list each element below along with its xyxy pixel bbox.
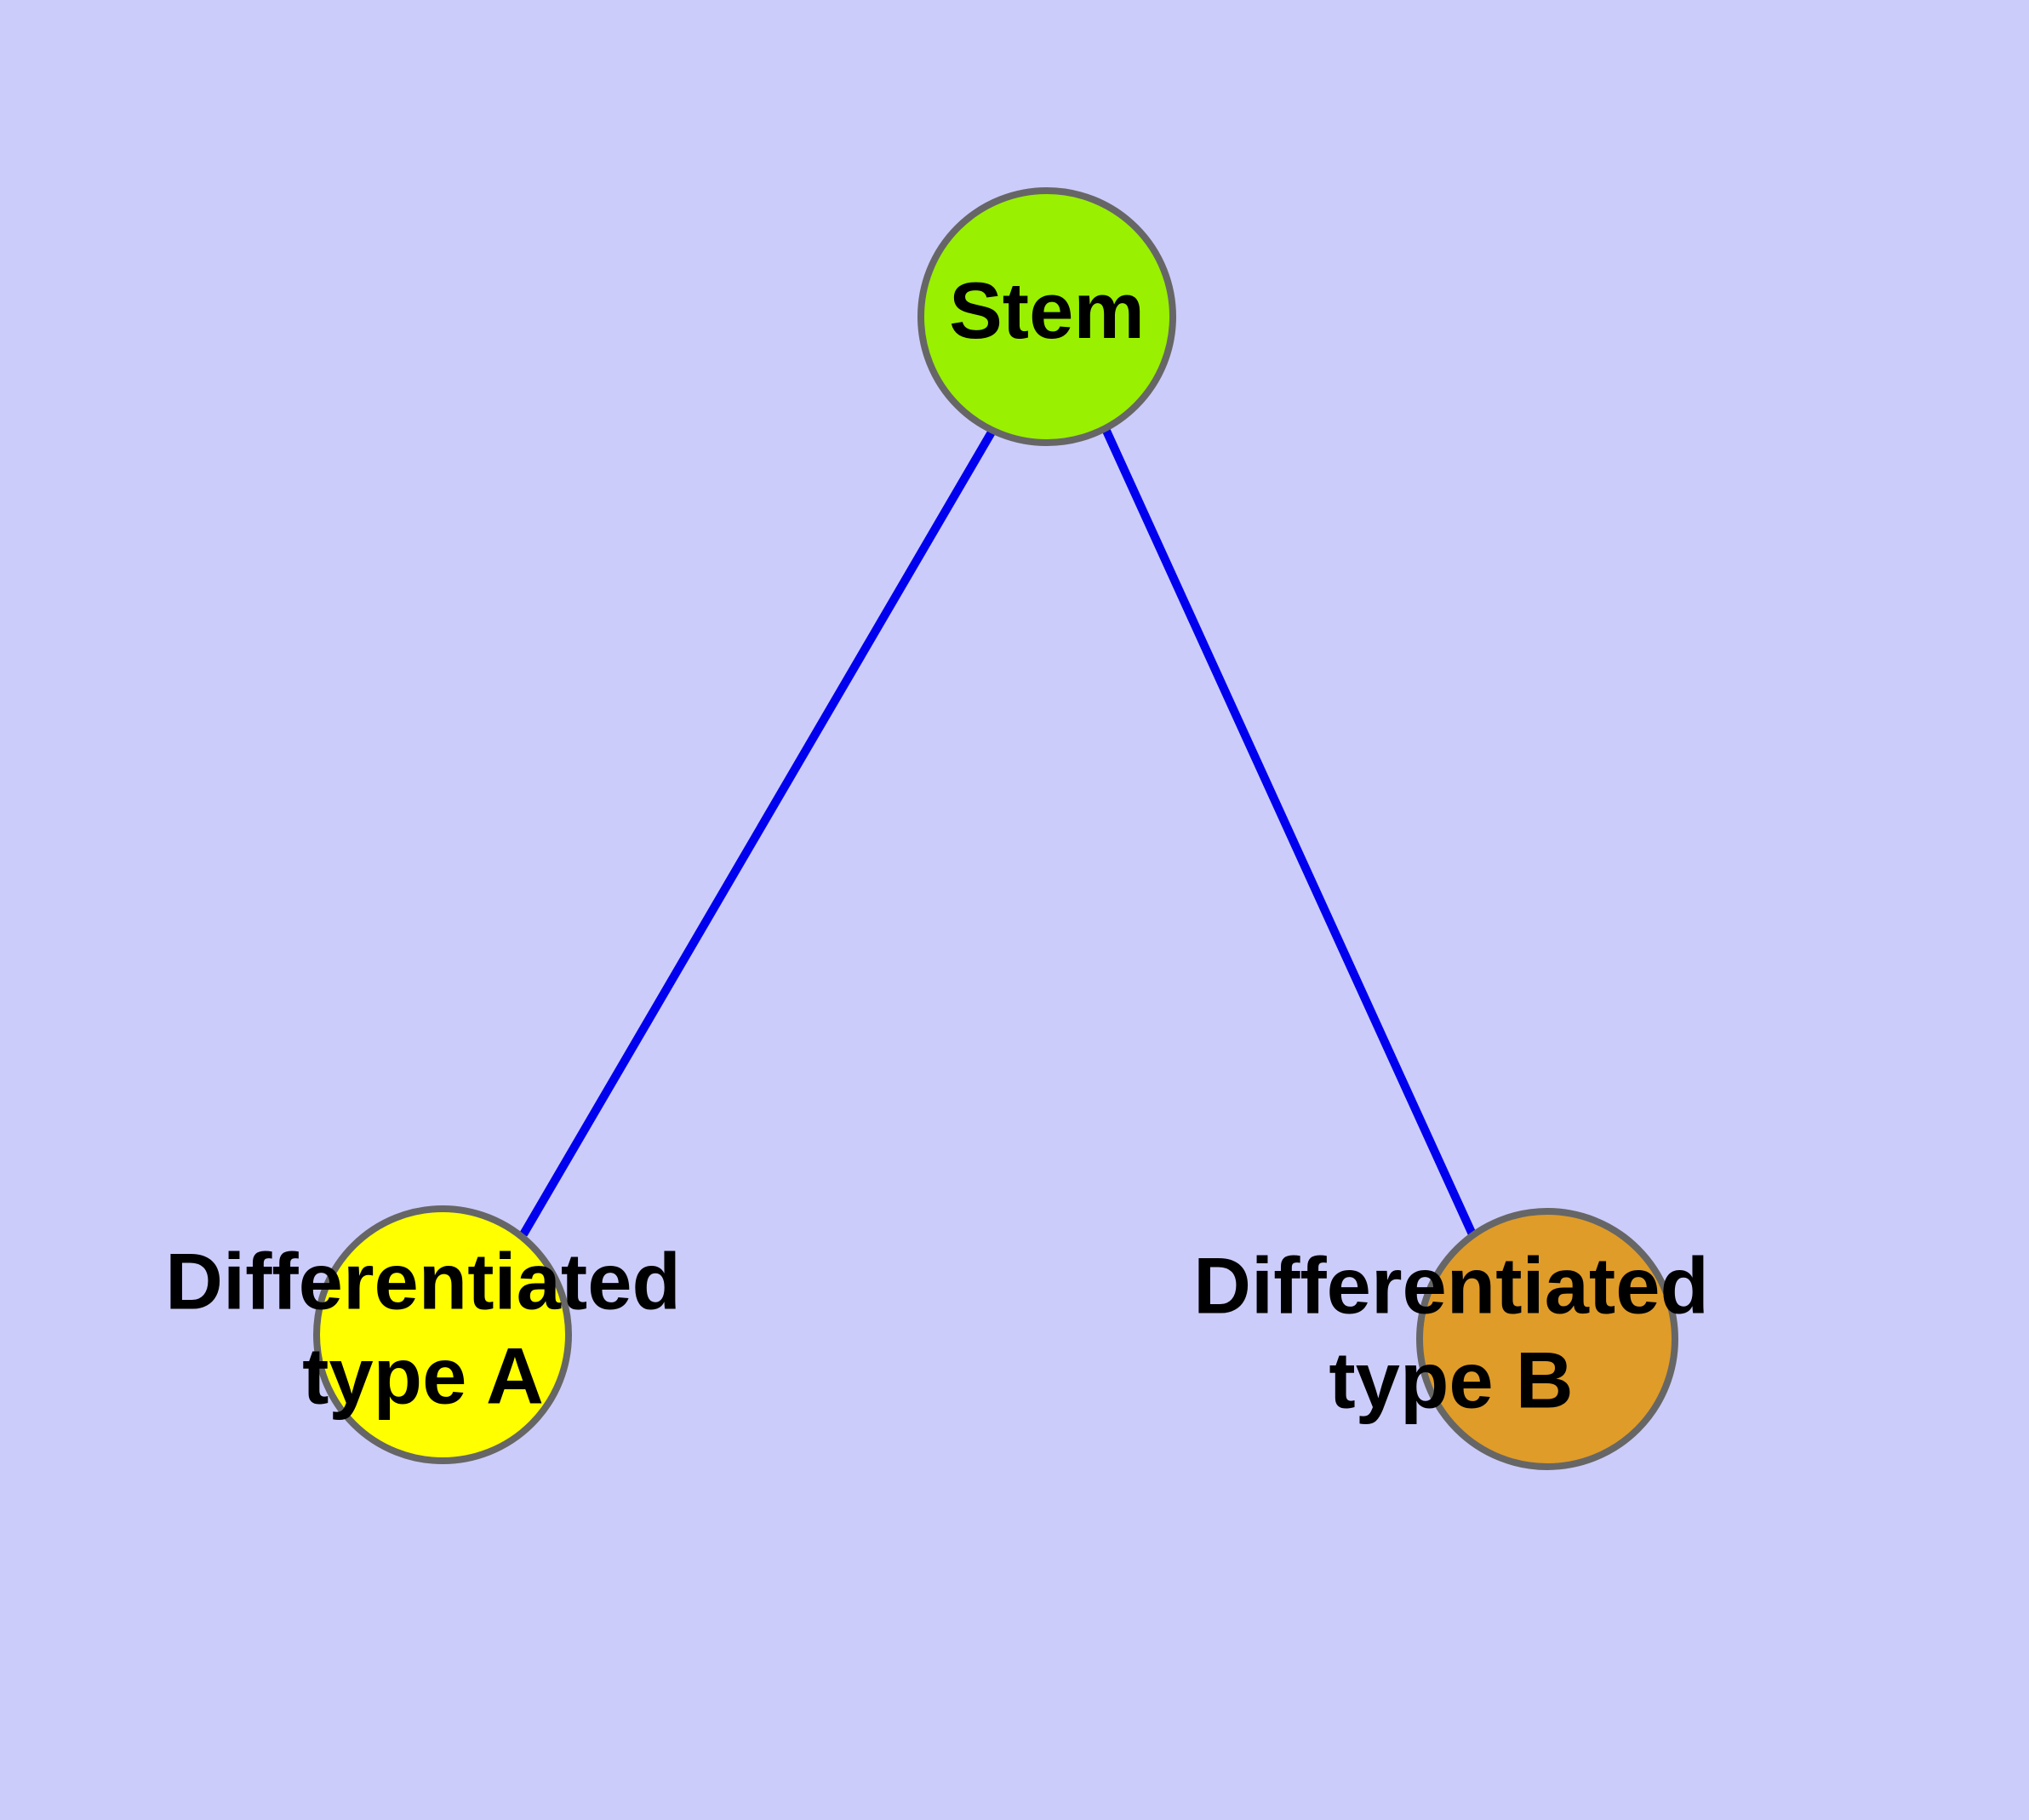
node-stem[interactable]: Stem — [917, 187, 1176, 446]
node-stem-label: Stem — [949, 266, 1145, 355]
node-stem-circle[interactable] — [917, 187, 1176, 446]
node-differentiated-type-b-circle[interactable] — [1416, 1208, 1678, 1470]
node-differentiated-type-a-circle[interactable] — [313, 1205, 572, 1464]
edge-stem-to-diff-a[interactable] — [519, 428, 997, 1237]
edge-group — [519, 428, 1477, 1237]
edge-stem-to-diff-b[interactable] — [1102, 428, 1477, 1237]
